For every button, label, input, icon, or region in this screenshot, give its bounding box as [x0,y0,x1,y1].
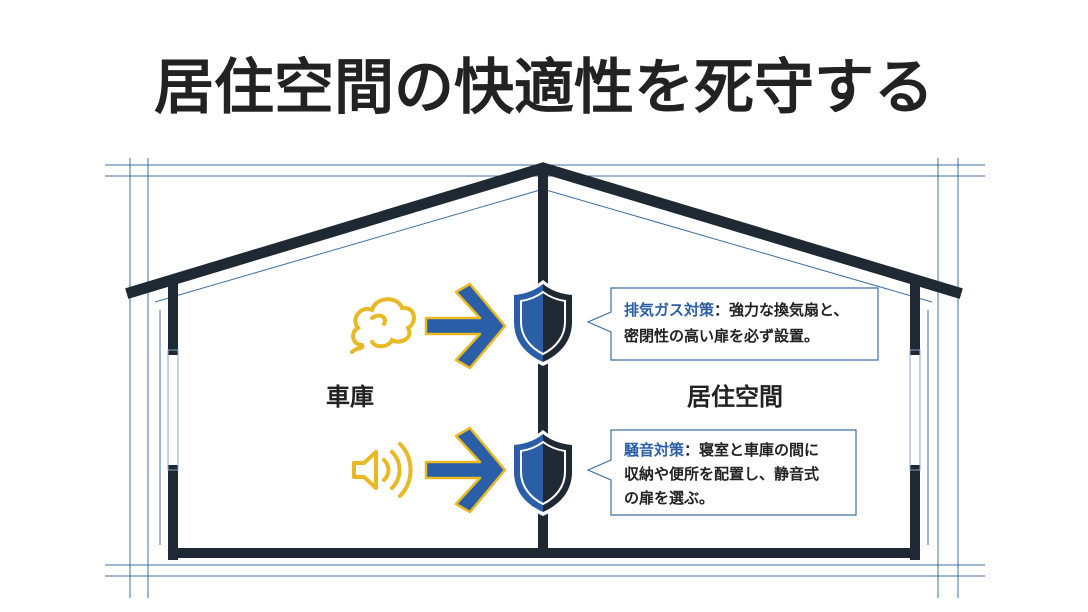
callout-text: 密閉性の高い扉を必ず設置。 [624,327,819,345]
windows [167,349,921,471]
callout-noise: 騒音対策：寝室と車庫の間に 収納や便所を配置し、静音式 の扉を選ぶ。 [586,429,857,516]
callout-exhaust: 排気ガス対策：強力な換気扇と、 密閉性の高い扉を必ず設置。 [586,287,879,361]
exhaust-smoke-icon [350,297,416,354]
garage-label: 車庫 [326,383,374,411]
house-structure [125,162,963,560]
shield-icon [511,280,575,366]
blueprint-lines [105,158,985,598]
callout-key: 排気ガス対策 [624,301,715,319]
svg-text:騒音対策：寝室と車庫の間に: 騒音対策：寝室と車庫の間に [624,441,819,459]
callout-text: の扉を選ぶ。 [624,489,714,507]
svg-text:排気ガス対策：強力な換気扇と、: 排気ガス対策：強力な換気扇と、 [624,301,848,319]
shield-icon [511,430,575,516]
arrow-right-icon [424,282,507,370]
callout-text: ：寝室と車庫の間に [684,441,819,459]
arrow-right-icon [424,426,507,514]
speaker-noise-icon [352,442,413,498]
page-title: 居住空間の快適性を死守する [154,53,934,123]
living-space-label: 居住空間 [687,383,783,411]
callout-key: 騒音対策 [624,441,685,459]
callout-text: ：強力な換気扇と、 [714,301,848,319]
callout-text: 収納や便所を配置し、静音式 [624,465,819,483]
